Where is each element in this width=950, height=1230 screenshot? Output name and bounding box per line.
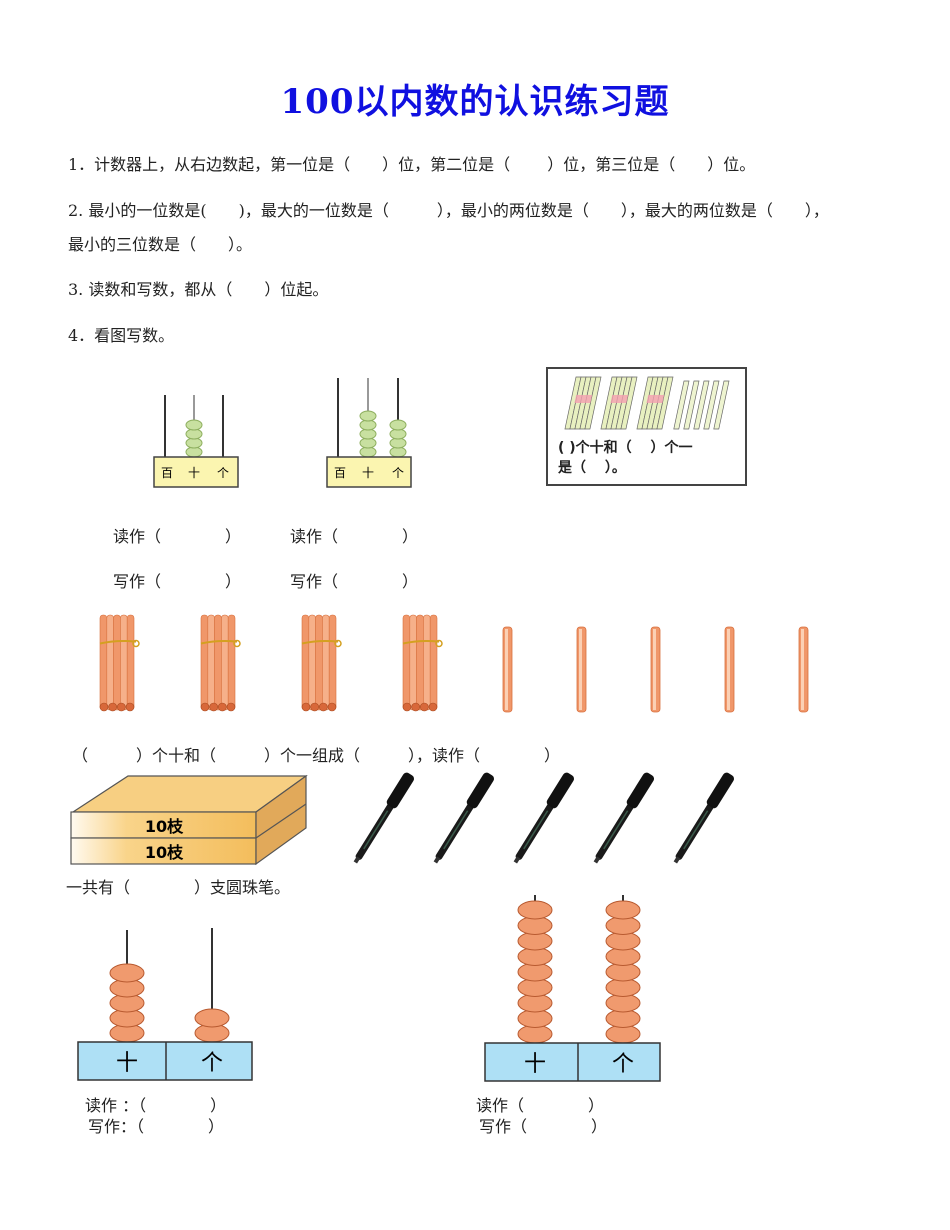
- large-right-write: 写作（ ）: [479, 1117, 608, 1136]
- single-stick: [798, 626, 809, 713]
- large-right-read: 读作（ ）: [476, 1096, 605, 1115]
- abacus-large-right: 十 个: [484, 895, 661, 1082]
- place-label-tens: 十: [188, 466, 200, 480]
- sticks-card: ( )个十和（ ）个一 是（ ）。: [546, 367, 747, 486]
- pen-icon: [513, 772, 575, 864]
- abacus-small-1: 百 十 个: [153, 395, 239, 488]
- place-label-tens: 十: [524, 1052, 546, 1077]
- large-left-write: 写作：（ ）: [88, 1117, 225, 1136]
- place-label-ones: 个: [217, 466, 229, 480]
- abacus-bead: [359, 410, 377, 422]
- card-bundle: [600, 376, 638, 430]
- card-bundle: [636, 376, 674, 430]
- question-2-line2: 最小的三位数是（ ）。: [68, 235, 253, 254]
- single-stick: [724, 626, 735, 713]
- question-1: 1．计数器上，从右边数起，第一位是（ ）位，第二位是（ ）位，第三位是（ ）位。: [68, 155, 756, 174]
- stick-bundle: [301, 614, 342, 712]
- place-label-hundreds: 百: [161, 466, 173, 480]
- abacus-bead: [185, 419, 203, 431]
- abacus-bead: [605, 900, 641, 920]
- place-label-hundreds: 百: [334, 466, 346, 480]
- place-label-ones: 个: [612, 1052, 634, 1077]
- abacus-2-write: 写作（ ）: [290, 572, 419, 591]
- pen-icon: [673, 772, 735, 864]
- place-label-ones: 个: [201, 1051, 223, 1076]
- single-stick: [576, 626, 587, 713]
- place-label-tens: 十: [362, 466, 374, 480]
- abacus-bead: [517, 900, 553, 920]
- card-bundle: [564, 376, 602, 430]
- abacus-bead: [109, 963, 145, 983]
- sticks-sentence: （ ）个十和（ ）个一组成（ ），读作（ ）: [72, 746, 561, 765]
- box-label-bottom: 10枝: [145, 843, 184, 862]
- stick-bundle: [200, 614, 241, 712]
- abacus-1-read: 读作（ ）: [113, 527, 242, 546]
- pen-icon: [593, 772, 655, 864]
- abacus-small-2: 百 十 个: [326, 378, 412, 488]
- card-single-stick: [703, 380, 720, 430]
- page-title: 100以内数的认识练习题: [280, 82, 670, 122]
- large-left-read: 读作 ：（ ）: [85, 1096, 227, 1115]
- abacus-2-read: 读作（ ）: [290, 527, 419, 546]
- card-single-stick: [693, 380, 710, 430]
- single-stick: [650, 626, 661, 713]
- place-label-ones: 个: [392, 466, 404, 480]
- question-4: 4．看图写数。: [68, 326, 175, 345]
- question-3: 3. 读数和写数，都从（ ）位起。: [68, 280, 329, 299]
- box-label-top: 10枝: [145, 817, 184, 836]
- abacus-large-left: 十 个: [77, 928, 253, 1081]
- pen-icon: [353, 772, 415, 864]
- abacus-bead: [389, 419, 407, 431]
- card-line-2: 是（ ）。: [558, 460, 626, 476]
- card-single-stick: [683, 380, 700, 430]
- abacus-1-write: 写作（ ）: [113, 572, 242, 591]
- pens-row-illustration: [353, 772, 735, 864]
- abacus-bead: [194, 1008, 230, 1028]
- card-single-stick: [673, 380, 690, 430]
- pen-box: 10枝 10枝: [70, 774, 308, 866]
- card-sticks-illustration: [564, 376, 730, 430]
- single-stick: [502, 626, 513, 713]
- pen-icon: [433, 772, 495, 864]
- card-single-stick: [713, 380, 730, 430]
- place-label-tens: 十: [116, 1051, 138, 1076]
- sticks-row-illustration: [99, 614, 809, 713]
- card-line-1: ( )个十和（ ）个一: [558, 440, 693, 456]
- question-2-line1: 2. 最小的一位数是( )，最大的一位数是（ ），最小的两位数是（ ），最大的两…: [68, 201, 829, 220]
- stick-bundle: [402, 614, 443, 712]
- pens-sentence: 一共有（ ）支圆珠笔。: [66, 878, 291, 897]
- stick-bundle: [99, 614, 140, 712]
